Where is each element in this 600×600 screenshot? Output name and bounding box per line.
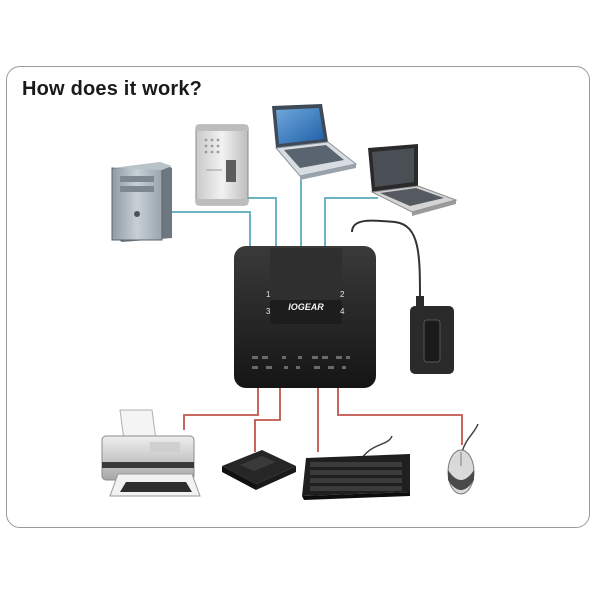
device-cables	[183, 388, 463, 452]
power-cable	[351, 219, 421, 301]
laptop-open-icon	[272, 104, 358, 180]
diagram-title: How does it work?	[22, 78, 203, 100]
card-reader-icon	[222, 450, 296, 490]
keyboard-icon	[302, 435, 410, 500]
mouse-icon	[447, 423, 479, 495]
cable-mouse	[337, 388, 463, 445]
iogear-hub: 1 2 3 4 IOGEAR	[234, 246, 376, 388]
hub-port-3: 3	[266, 307, 271, 316]
cable-laptop-angled	[324, 197, 378, 247]
power-adapter-icon	[410, 296, 454, 374]
cable-printer	[183, 388, 259, 430]
hub-port-4: 4	[340, 307, 345, 316]
hub-port-2: 2	[340, 290, 345, 299]
cable-card-reader	[254, 388, 281, 452]
host-cables	[172, 180, 378, 247]
desktop-tower-icon	[111, 162, 172, 242]
cable-desktop-tower	[172, 211, 251, 247]
hub-indicator-leds	[252, 356, 350, 369]
mac-pro-tower-icon	[195, 124, 249, 206]
printer-icon	[101, 409, 201, 497]
hub-brand-logo: IOGEAR	[288, 302, 324, 312]
hub-port-1: 1	[266, 290, 271, 299]
laptop-angled-icon	[368, 144, 458, 216]
cable-mac-pro-tower	[240, 197, 277, 247]
